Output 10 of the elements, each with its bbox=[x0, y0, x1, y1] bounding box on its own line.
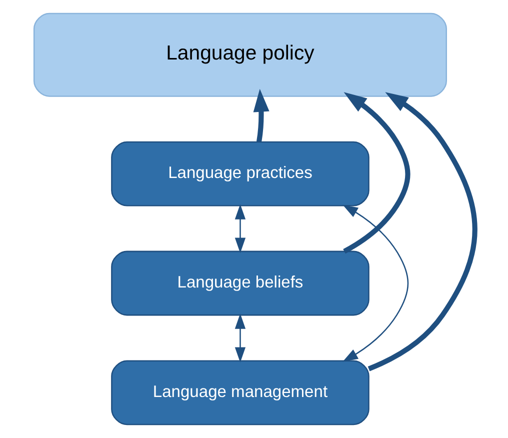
arrow bbox=[234, 204, 246, 254]
arrow bbox=[367, 92, 477, 372]
node-box: Language beliefs bbox=[110, 250, 369, 316]
node-box: Language policy bbox=[32, 12, 446, 97]
arrow bbox=[234, 314, 246, 362]
arrow bbox=[252, 88, 269, 142]
arrow bbox=[342, 92, 410, 254]
node-box: Language practices bbox=[110, 141, 369, 206]
node-box: Language management bbox=[110, 360, 369, 426]
arrow bbox=[342, 204, 408, 362]
